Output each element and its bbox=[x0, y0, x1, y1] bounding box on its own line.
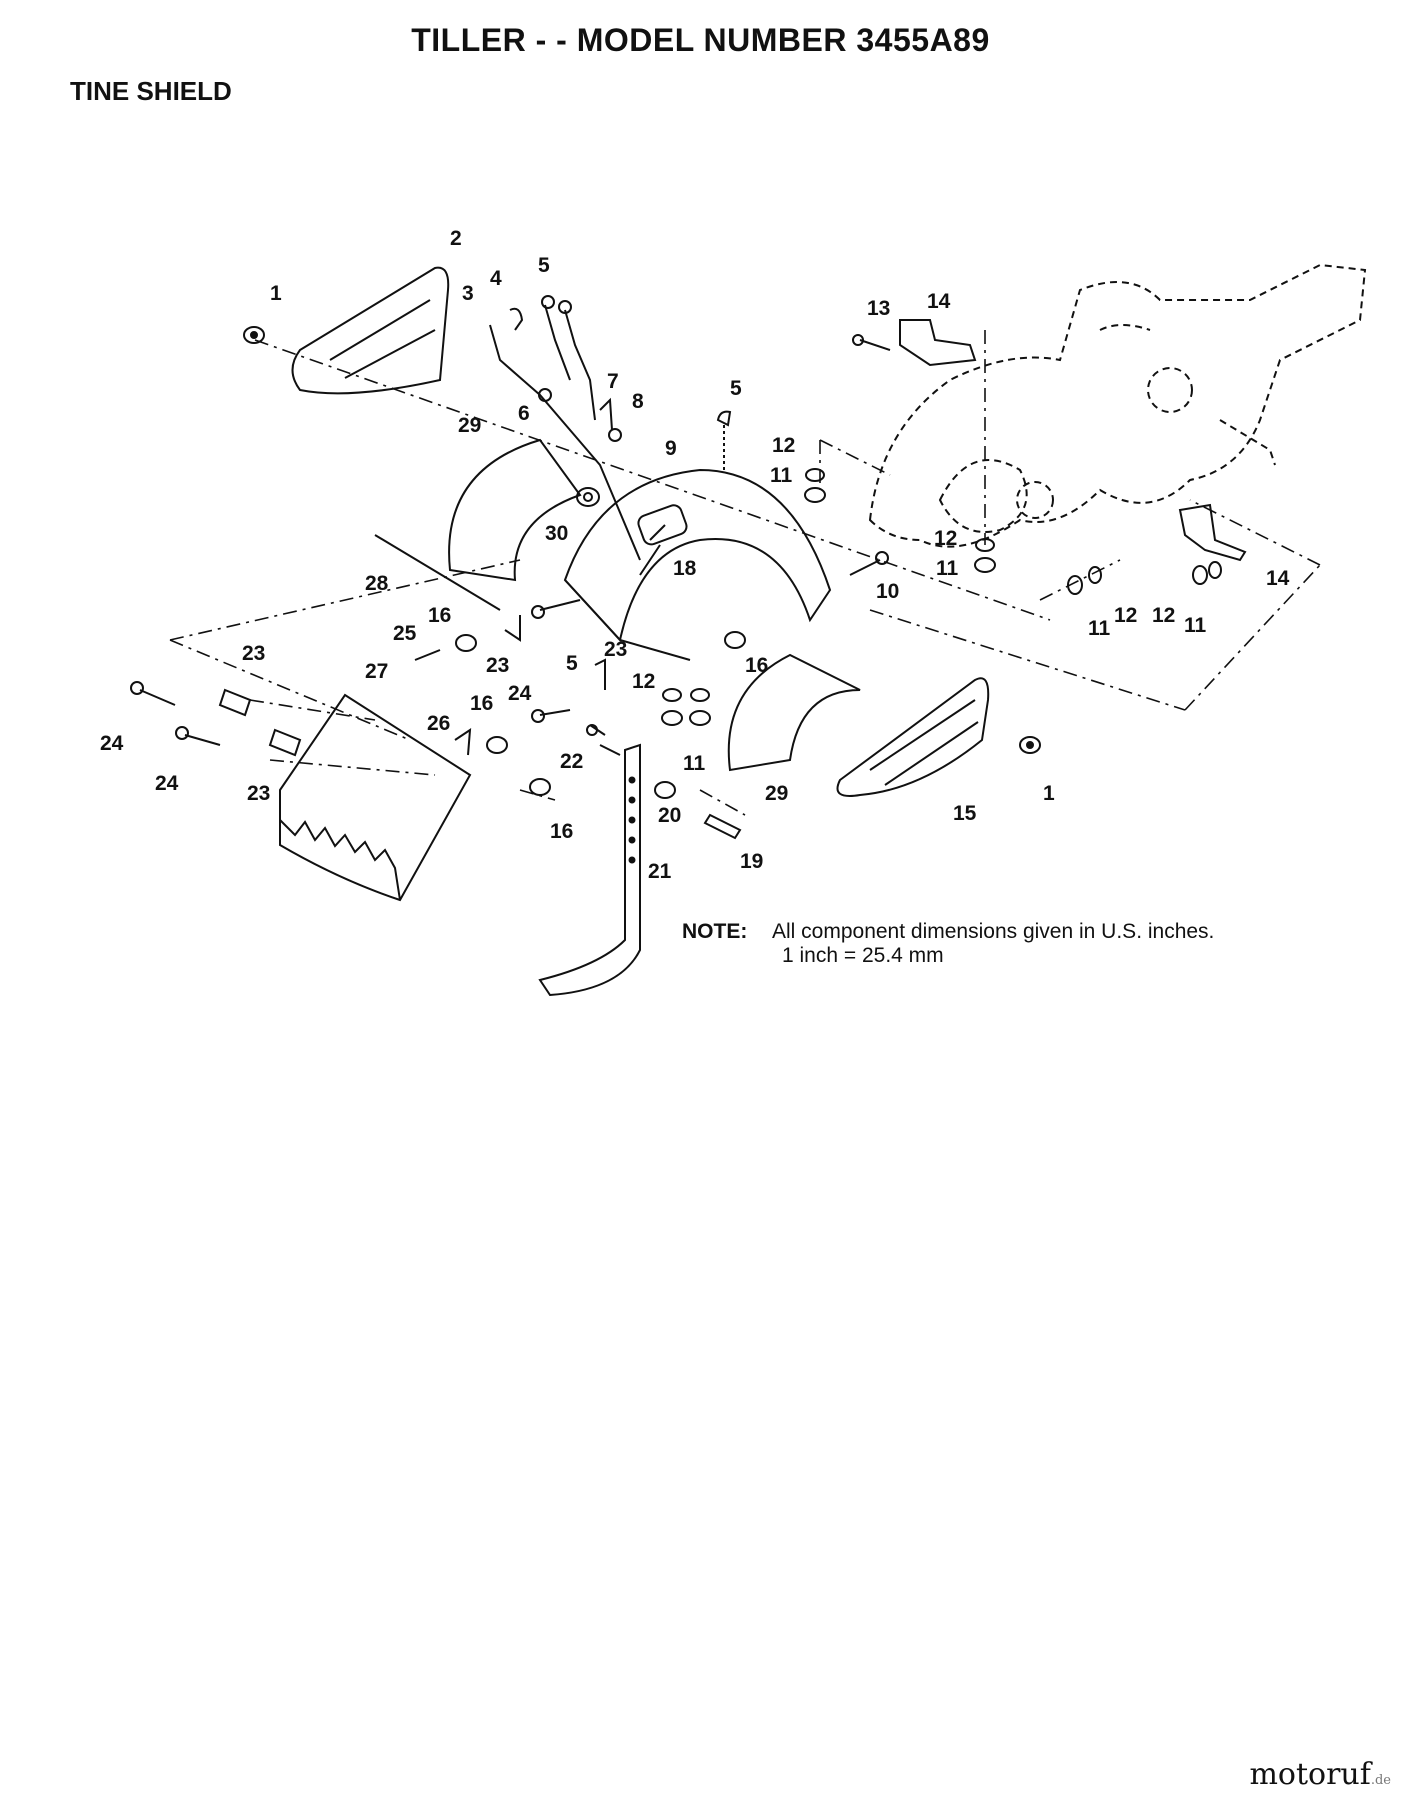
part-27-rear-flap bbox=[279, 693, 472, 902]
callout-29b: 29 bbox=[765, 782, 788, 805]
tiller-body-reference bbox=[868, 263, 1367, 548]
part-1-nut-right bbox=[1019, 736, 1041, 754]
callout-1b: 1 bbox=[1043, 782, 1055, 805]
callout-1a: 1 bbox=[270, 282, 282, 305]
callout-11c: 11 bbox=[1088, 617, 1111, 640]
callout-21: 21 bbox=[648, 860, 672, 883]
part-18-bolt bbox=[639, 544, 661, 576]
part-14-bracket-top bbox=[899, 319, 977, 367]
callout-25: 25 bbox=[393, 622, 417, 645]
parts-16-26-fasteners bbox=[130, 599, 746, 799]
callout-23c: 23 bbox=[242, 642, 265, 665]
note-label: NOTE: bbox=[682, 920, 748, 943]
part-21-depth-bar bbox=[538, 743, 641, 997]
callout-28: 28 bbox=[365, 572, 389, 595]
callout-24c: 24 bbox=[508, 682, 532, 705]
callout-20: 20 bbox=[658, 804, 681, 827]
callout-11a: 11 bbox=[770, 464, 793, 487]
part-29-left-tine-disc bbox=[448, 438, 582, 582]
callout-12d: 12 bbox=[1152, 604, 1175, 627]
part-15-right-side-shield bbox=[836, 677, 990, 797]
part-10-bolt bbox=[849, 551, 889, 576]
part-29-right-tine-disc bbox=[727, 653, 861, 772]
callout-11b: 11 bbox=[936, 557, 959, 580]
callout-11d: 11 bbox=[1184, 614, 1207, 637]
callout-4: 4 bbox=[490, 267, 502, 290]
callout-8: 8 bbox=[632, 390, 644, 413]
callout-19: 19 bbox=[740, 850, 763, 873]
part-19-pin bbox=[703, 813, 742, 840]
callout-10: 10 bbox=[876, 580, 899, 603]
callout-14b: 14 bbox=[1266, 567, 1290, 590]
callout-5b: 5 bbox=[730, 377, 742, 400]
callout-12e: 12 bbox=[632, 670, 655, 693]
watermark-suffix: .de bbox=[1370, 1773, 1391, 1788]
callout-14a: 14 bbox=[927, 290, 951, 313]
watermark-text: motoruf bbox=[1249, 1757, 1371, 1792]
callout-23a: 23 bbox=[486, 654, 509, 677]
callout-7: 7 bbox=[607, 370, 619, 393]
assembly-lines bbox=[169, 330, 1321, 816]
callout-16b: 16 bbox=[745, 654, 768, 677]
watermark-logo: motoruf.de bbox=[1249, 1757, 1391, 1792]
section-title: TINE SHIELD bbox=[70, 76, 232, 106]
callout-18: 18 bbox=[673, 557, 697, 580]
callout-2: 2 bbox=[450, 227, 462, 250]
page-title: TILLER - - MODEL NUMBER 3455A89 bbox=[411, 22, 990, 58]
part-14-bracket-right bbox=[1178, 503, 1247, 562]
parts-11-12-washers-nuts bbox=[661, 468, 1222, 726]
callout-30: 30 bbox=[545, 522, 568, 545]
callout-5a: 5 bbox=[538, 254, 550, 277]
part-2-left-side-shield bbox=[291, 266, 450, 395]
part-1-nut-left bbox=[243, 326, 265, 344]
callout-16d: 16 bbox=[550, 820, 573, 843]
parts-3-8-depth-linkage bbox=[489, 295, 641, 561]
note-line2: 1 inch = 25.4 mm bbox=[782, 944, 944, 967]
dimension-note: NOTE: All component dimensions given in U… bbox=[682, 920, 1214, 968]
callout-12a: 12 bbox=[772, 434, 795, 457]
part-30-nut bbox=[576, 487, 600, 507]
callout-3: 3 bbox=[462, 282, 474, 305]
part-28-rod bbox=[374, 534, 501, 611]
callout-5c: 5 bbox=[566, 652, 578, 675]
callout-12b: 12 bbox=[934, 527, 957, 550]
callout-9: 9 bbox=[665, 437, 677, 460]
callout-16a: 16 bbox=[428, 604, 451, 627]
callout-29a: 29 bbox=[458, 414, 481, 437]
callout-16c: 16 bbox=[470, 692, 493, 715]
callout-24b: 24 bbox=[155, 772, 179, 795]
callout-12c: 12 bbox=[1114, 604, 1137, 627]
callout-27: 27 bbox=[365, 660, 388, 683]
callout-26: 26 bbox=[427, 712, 450, 735]
callout-23b: 23 bbox=[604, 638, 627, 661]
callout-11e: 11 bbox=[683, 752, 706, 775]
part-5-bolt-center bbox=[716, 410, 732, 470]
part-13-bolt bbox=[852, 334, 891, 351]
part-9-main-tine-shield bbox=[563, 468, 832, 661]
callout-6: 6 bbox=[518, 402, 530, 425]
callout-13: 13 bbox=[867, 297, 890, 320]
callout-labels: 1 2 3 4 5 6 7 8 5 9 29 30 18 13 14 12 11… bbox=[100, 227, 1290, 883]
note-line1: All component dimensions given in U.S. i… bbox=[772, 920, 1215, 943]
callout-15: 15 bbox=[953, 802, 977, 825]
callout-24a: 24 bbox=[100, 732, 124, 755]
callout-23d: 23 bbox=[247, 782, 270, 805]
callout-22: 22 bbox=[560, 750, 583, 773]
